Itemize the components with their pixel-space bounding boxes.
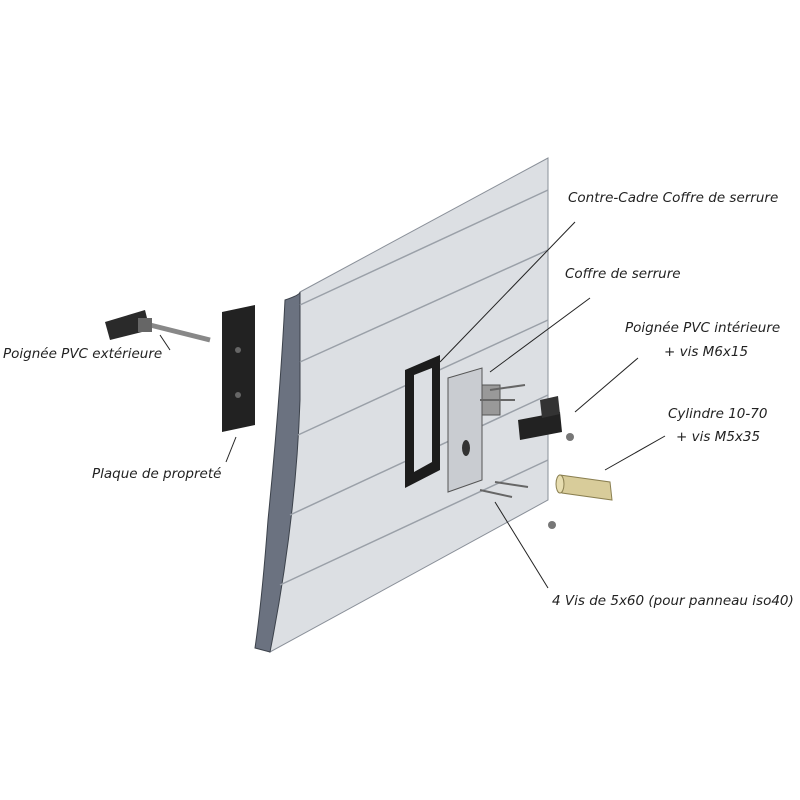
plaque-de-proprete	[222, 305, 255, 432]
label-cylindre: Cylindre 10-70	[668, 406, 768, 422]
label-poignee-int-vis: + vis M6x15	[664, 344, 749, 360]
label-contre-cadre: Contre-Cadre Coffre de serrure	[568, 190, 779, 206]
vis-5x60	[479, 384, 529, 498]
door-panel	[254, 157, 549, 653]
label-vis: 4 Vis de 5x60 (pour panneau iso40)	[552, 593, 794, 609]
label-cylindre-vis: + vis M5x35	[676, 429, 761, 445]
contre-cadre	[405, 355, 440, 488]
poignee-exterieure	[105, 310, 211, 343]
label-poignee-ext: Poignée PVC extérieure	[3, 346, 163, 362]
label-poignee-int: Poignée PVC intérieure	[625, 320, 781, 336]
label-coffre: Coffre de serrure	[565, 266, 681, 282]
leader-lines	[159, 221, 666, 589]
label-plaque: Plaque de propreté	[92, 466, 222, 482]
cylindre	[548, 474, 613, 529]
poignee-interieure	[518, 396, 574, 441]
